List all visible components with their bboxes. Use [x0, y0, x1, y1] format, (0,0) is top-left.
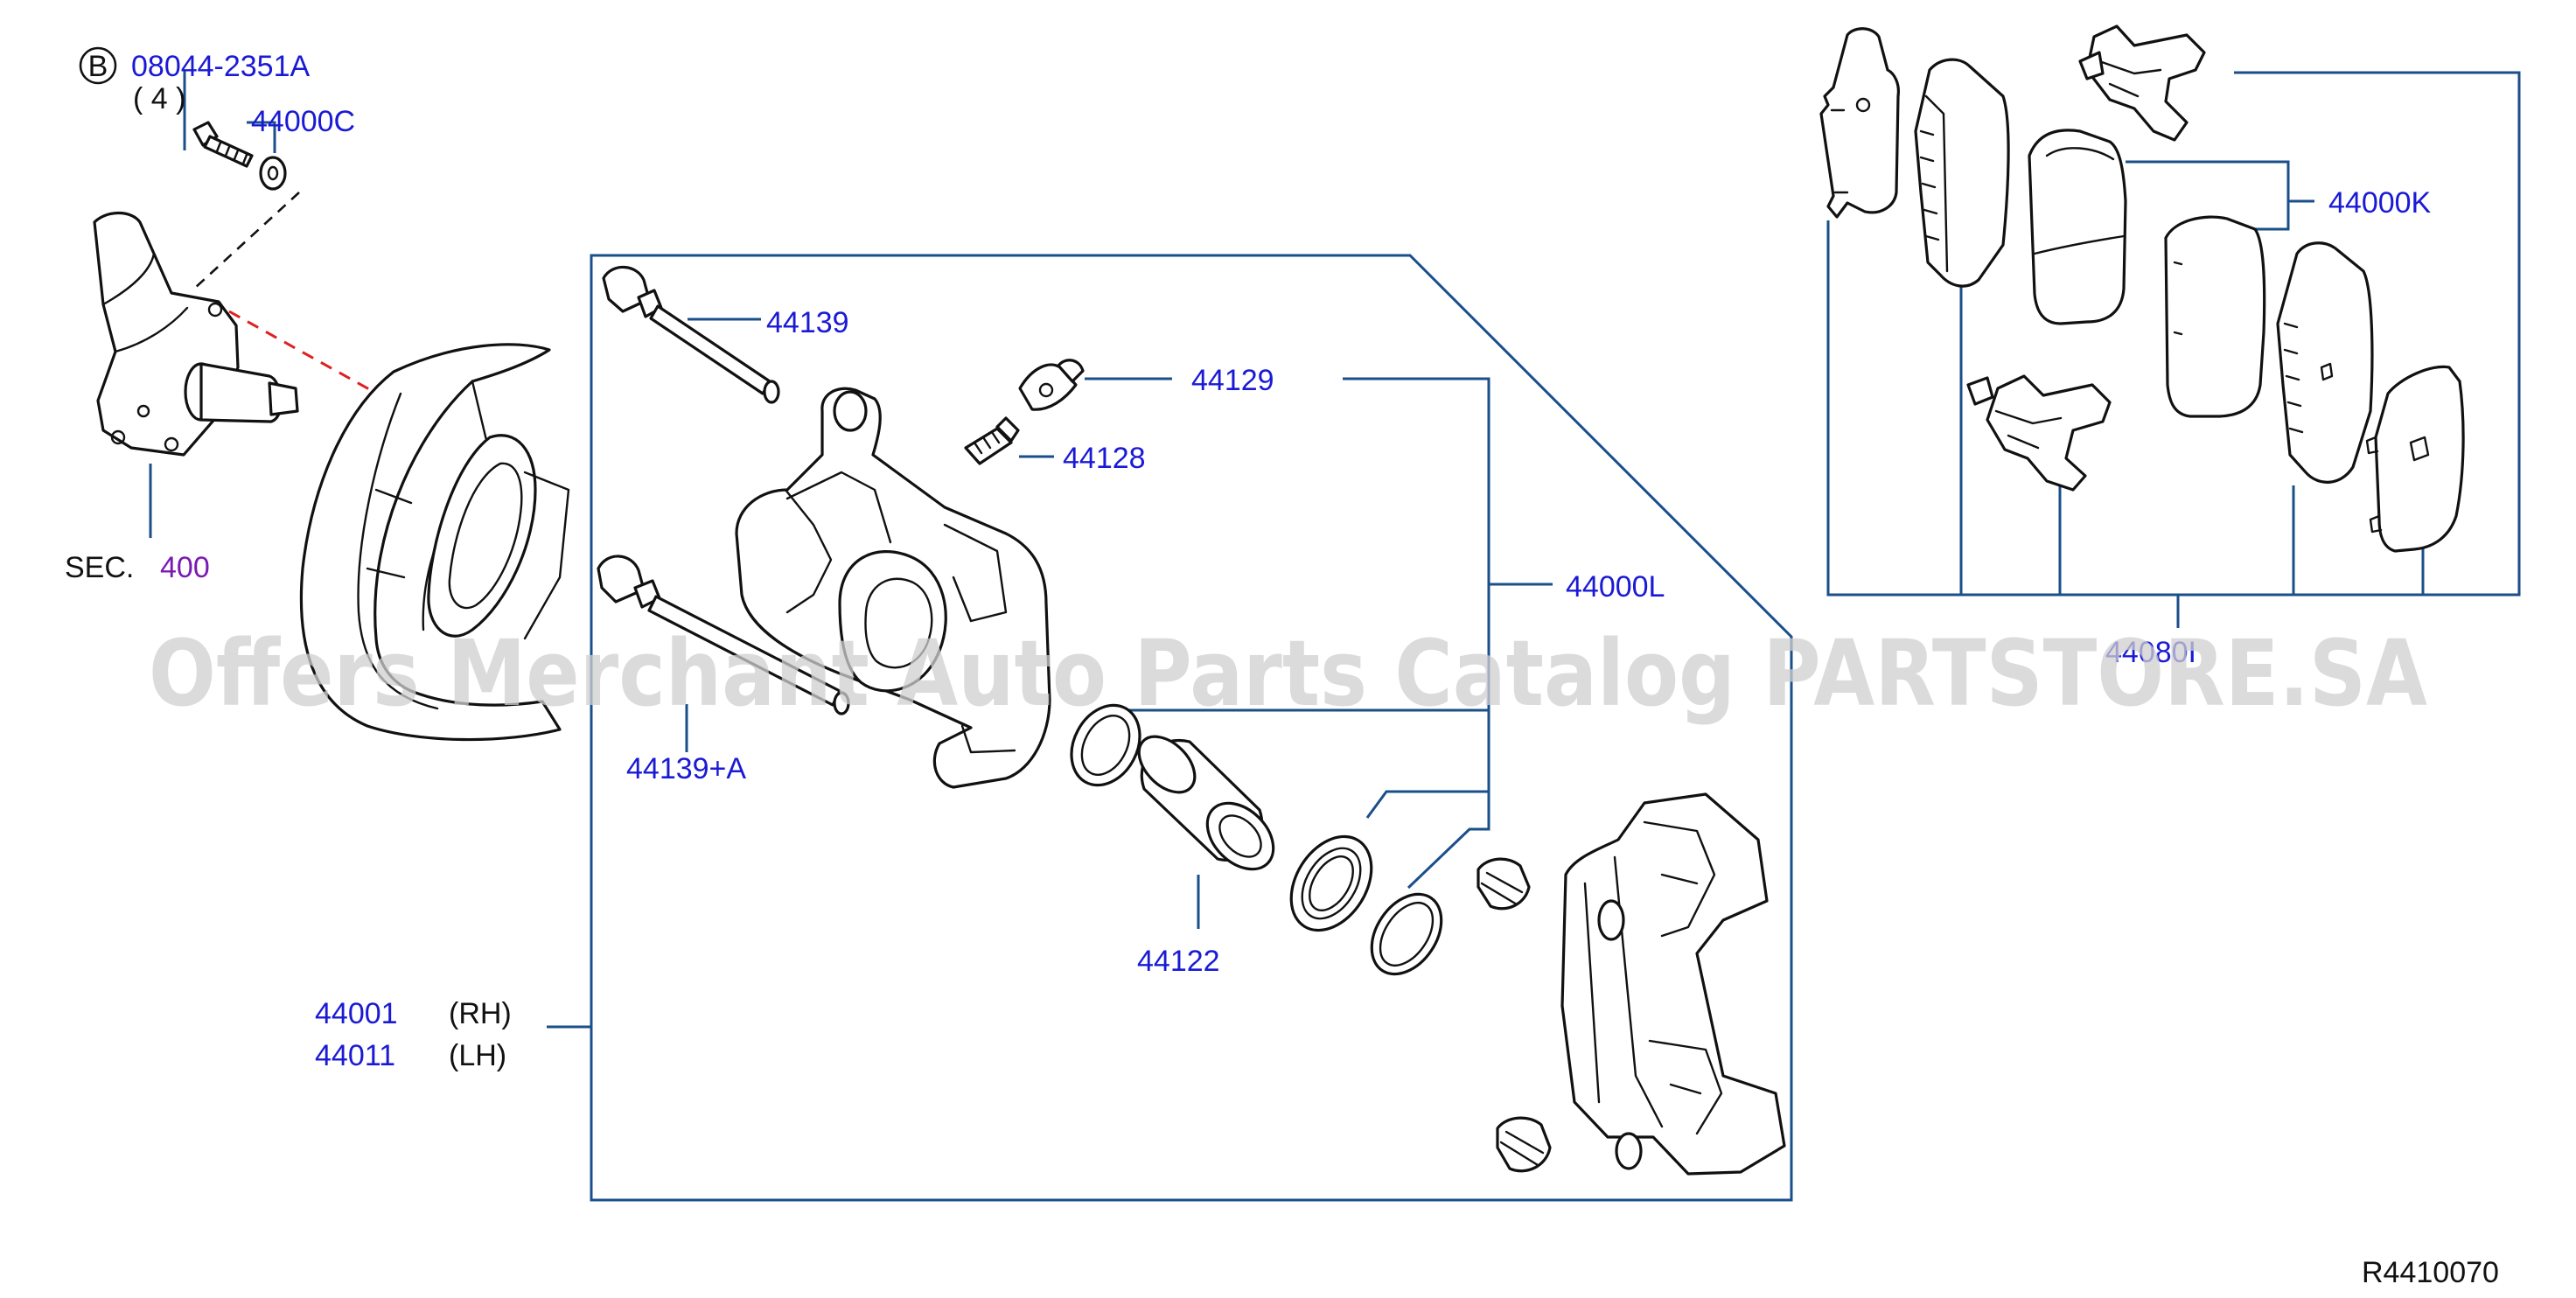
clip-lower-icon — [1966, 374, 2112, 492]
clip-upper-icon — [2078, 24, 2206, 142]
label-bleeder-screw[interactable]: 44128 — [1063, 442, 1146, 475]
pin-bolt-lower-icon — [597, 555, 850, 715]
label-pad-kit[interactable]: 44080I — [2105, 636, 2196, 669]
label-piston[interactable]: 44122 — [1137, 945, 1220, 978]
dust-shield-icon — [299, 343, 570, 742]
inner-shim-icon — [2164, 215, 2266, 418]
bolt-circle-letter: B — [88, 50, 108, 83]
leader-lines — [149, 70, 2521, 1202]
watermark-text: Offers Merchant Auto Parts Catalog PARTS… — [149, 620, 2427, 727]
bleeder-screw-icon — [964, 416, 1020, 465]
piston-icon — [1137, 735, 1275, 871]
label-seal-kit[interactable]: 44000L — [1566, 570, 1665, 604]
bleeder-cap-icon — [1018, 359, 1085, 411]
label-caliper-lh-part[interactable]: 44011 — [315, 1039, 395, 1072]
label-bolt-part[interactable]: 08044-2351A — [131, 50, 311, 83]
label-bleeder-cap[interactable]: 44129 — [1191, 364, 1274, 397]
pin-boot-lower-icon — [1496, 1116, 1552, 1173]
inner-anti-squeal-shim-icon — [2365, 365, 2465, 553]
dashed-guide-red — [228, 310, 386, 400]
dashed-guide-black — [193, 192, 300, 290]
caliper-bracket-icon — [1560, 792, 1786, 1176]
label-caliper-lh-side: (LH) — [449, 1039, 506, 1072]
piston-boot-icon — [1289, 834, 1373, 932]
pin-boot-upper-icon — [1476, 857, 1531, 911]
bolt-icon — [192, 121, 254, 168]
boot-ring-icon — [1370, 892, 1443, 976]
inner-pad-icon — [2028, 129, 2127, 325]
part-labels: B 08044-2351A ( 4 ) 44000C SEC. 400 4413… — [65, 46, 2499, 1289]
caliper-body-icon — [735, 387, 1051, 789]
outer-pad-icon — [1914, 58, 2010, 288]
pin-bolt-upper-icon — [602, 265, 780, 404]
label-pin-bolt-upper[interactable]: 44139 — [766, 306, 849, 339]
label-caliper-rh-part[interactable]: 44001 — [315, 997, 398, 1030]
label-diagram-code: R4410070 — [2362, 1256, 2499, 1289]
label-caliper-rh-side: (RH) — [449, 997, 512, 1030]
outer-shim-icon — [1819, 27, 1900, 219]
washer-icon — [259, 156, 287, 191]
label-shim-kit[interactable]: 44000K — [2328, 186, 2432, 220]
label-pin-bolt-lower[interactable]: 44139+A — [626, 752, 746, 785]
label-bolt-qty: ( 4 ) — [133, 82, 185, 115]
label-washer-part[interactable]: 44000C — [251, 105, 355, 138]
piston-seal-icon — [1070, 703, 1141, 787]
label-sec-number[interactable]: 400 — [160, 551, 210, 584]
inner-pad-2-icon — [2276, 241, 2374, 484]
steering-knuckle-icon — [93, 212, 299, 457]
bolt-circle-icon — [79, 46, 117, 85]
label-sec-prefix: SEC. — [65, 551, 134, 584]
